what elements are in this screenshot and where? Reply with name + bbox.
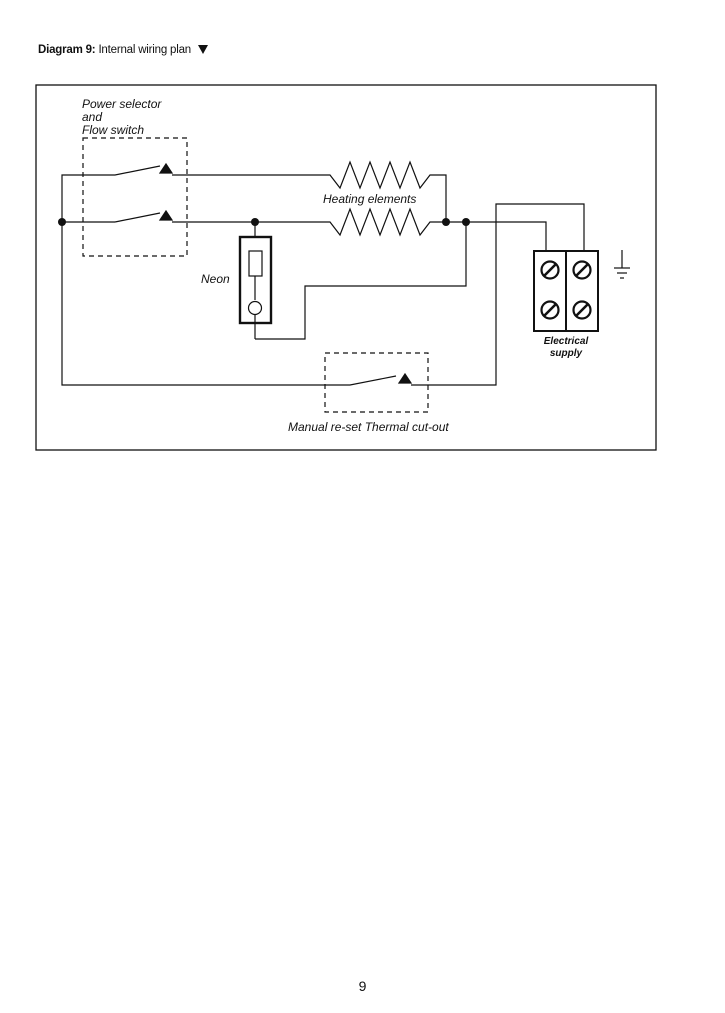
terminal-screw-icon [540,300,560,320]
thermal-cutout-box [324,352,429,413]
power-selector-label: Power selector and Flow switch [82,97,162,137]
terminal-screw-icon [540,260,560,280]
heating-element-upper [325,160,447,222]
diagram-heading: Diagram 9: Internal wiring plan [38,44,208,56]
bottom-live-wire [62,209,325,223]
page-number: 9 [358,978,367,994]
heading-title: Internal wiring plan [98,44,191,56]
supply-feed-wire [446,221,547,251]
heating-element-lower [325,207,446,237]
thermal-cutout-label: Manual re-set Thermal cut-out [288,420,449,434]
heating-elements-label: Heating elements [323,192,417,206]
power-selector-box [82,137,188,257]
top-live-wire [61,162,325,222]
neutral-wire [61,203,585,386]
down-triangle-icon [197,45,208,55]
neon-label: Neon [201,272,230,286]
neon-indicator [238,222,467,340]
earth-ground-icon [614,250,630,279]
terminal-block [533,250,599,332]
diagram-frame [35,84,657,451]
electrical-supply-label: Electrical supply [543,336,589,359]
heading-prefix: Diagram 9: [38,44,96,56]
terminal-screw-icon [572,300,592,320]
terminal-screw-icon [572,260,592,280]
